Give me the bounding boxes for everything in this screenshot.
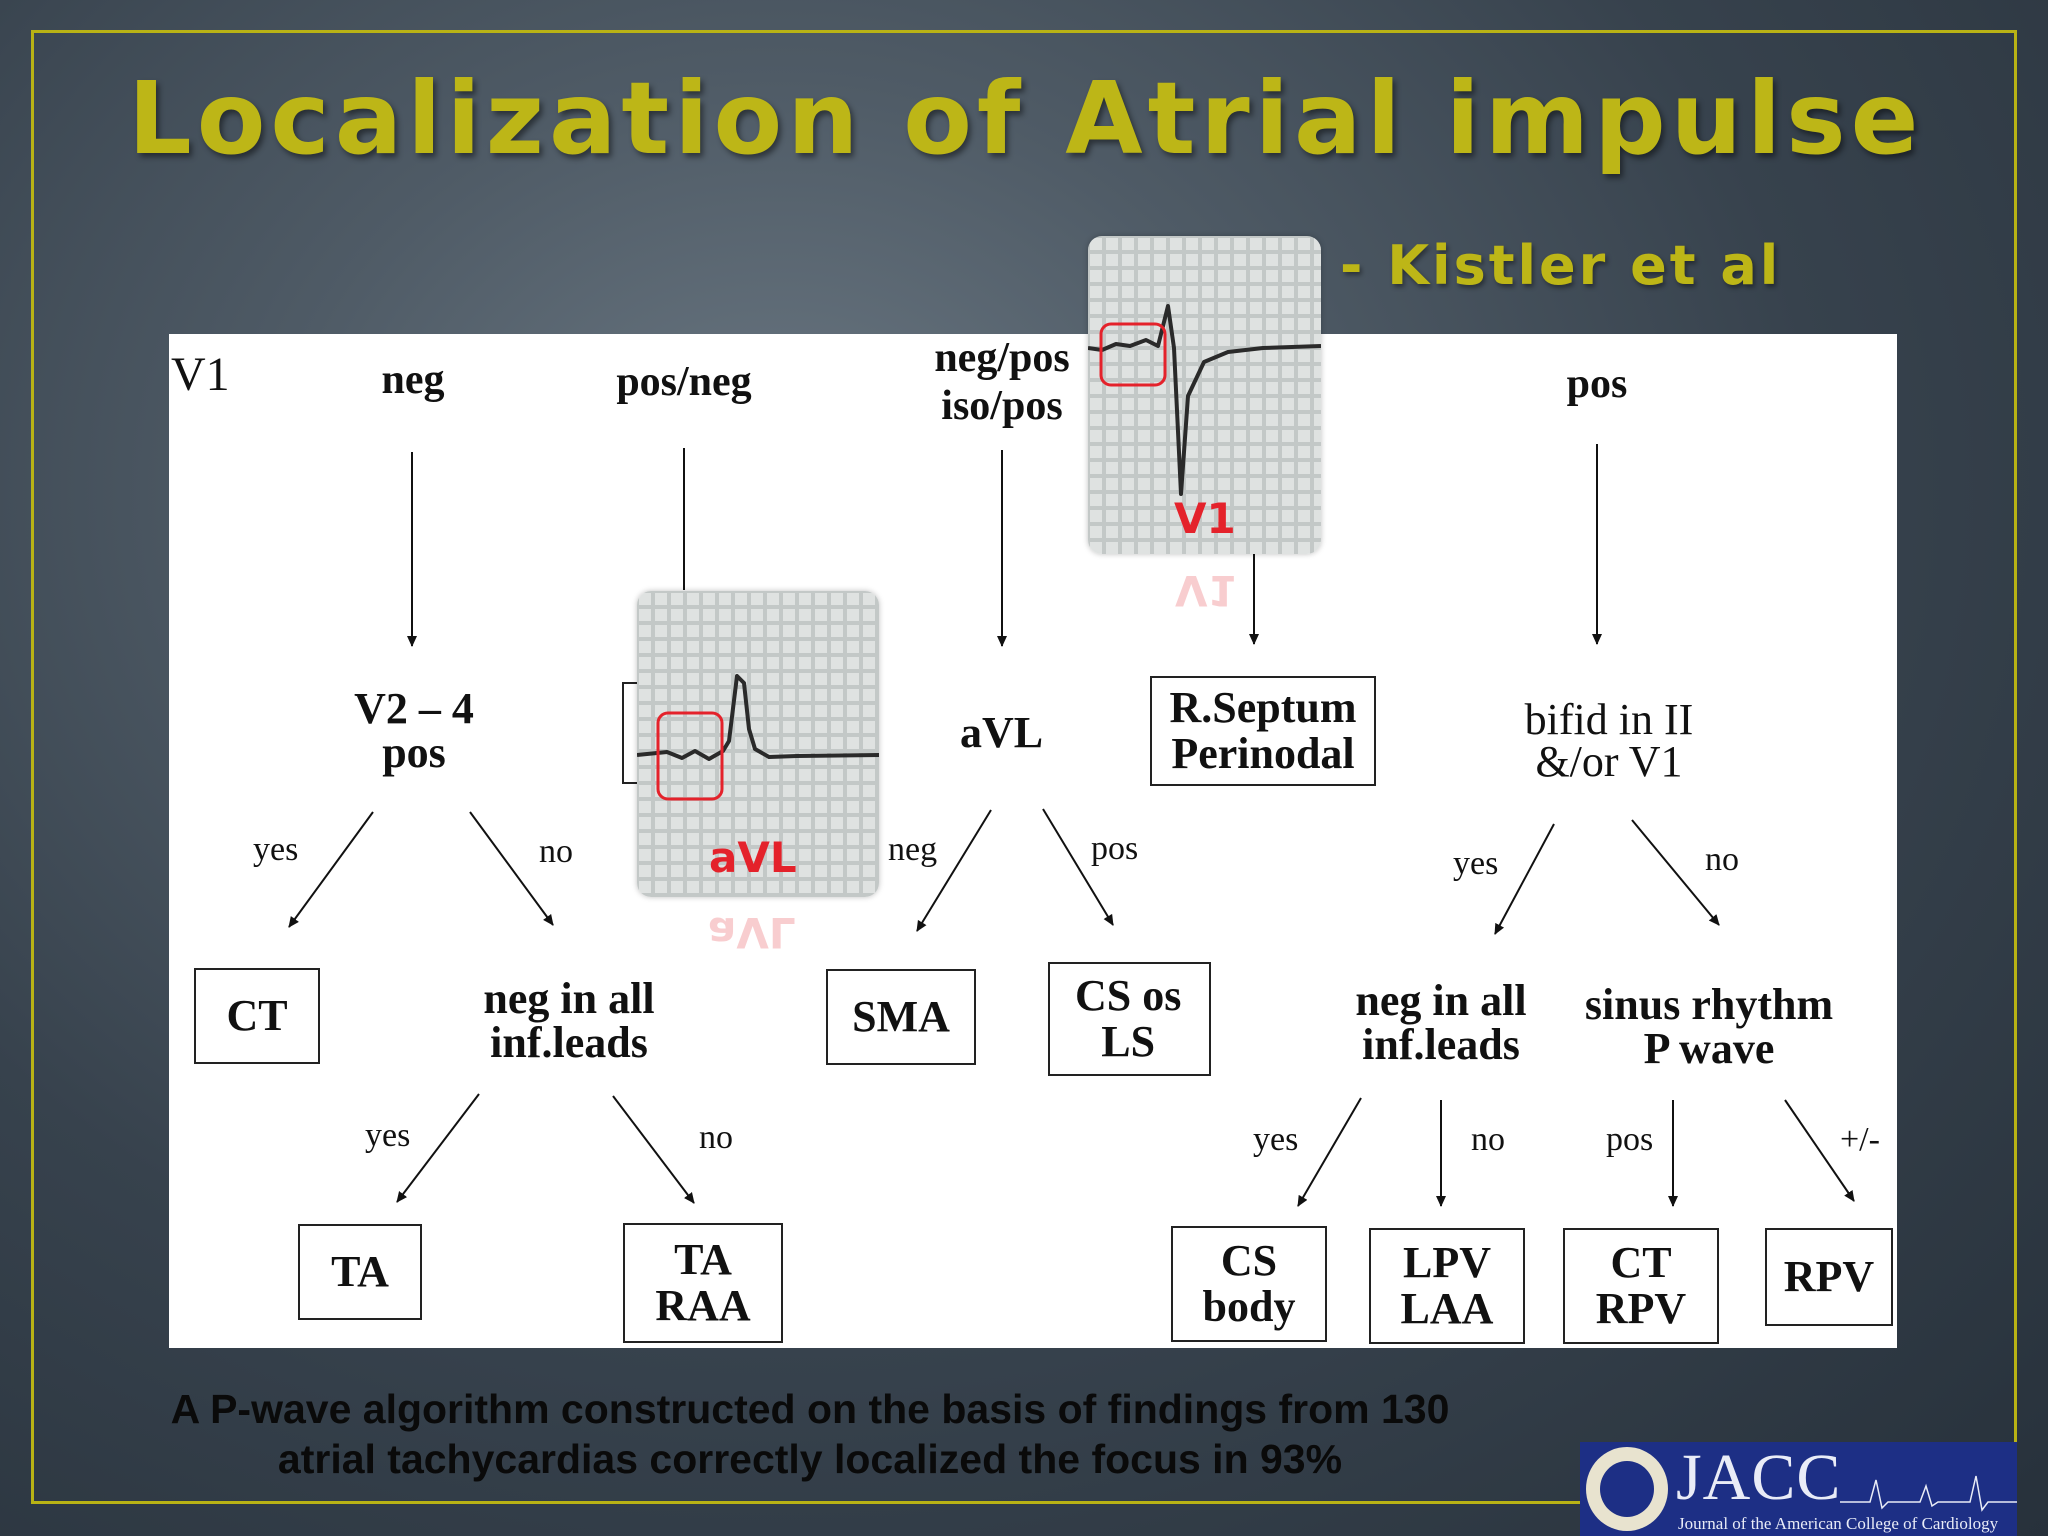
outcome-rseptum-line1: R.Septum <box>1169 682 1357 732</box>
arrow-negall2-yes <box>1297 1097 1362 1207</box>
arrow-negall-yes <box>396 1093 480 1203</box>
outcome-cs-body-line1: CS <box>1220 1235 1278 1285</box>
arrow-bifid-yes <box>1494 823 1555 935</box>
slide-border <box>31 30 2017 1504</box>
node-sinus-rhythm-line2: P wave <box>1643 1024 1775 1073</box>
arrow-v24-yes <box>288 811 374 928</box>
jacc-subtitle: Journal of the American College of Cardi… <box>1678 1514 1999 1533</box>
node-avl: aVL <box>959 708 1044 757</box>
node-bifid-line1: bifid in II <box>1524 695 1694 744</box>
ecg-label-v1-reflection: V1 <box>1175 566 1237 615</box>
ecg-label-avl-reflection: aVL <box>708 908 796 957</box>
criterion-neg-pos: neg/pos <box>934 335 1070 381</box>
edge-label-avl-neg: neg <box>888 831 938 868</box>
outcome-rseptum-line2: Perinodal <box>1171 729 1355 778</box>
outcome-csos-line1: CS os <box>1075 970 1182 1020</box>
edge-label-avl-pos: pos <box>1091 830 1139 867</box>
node-sinus-rhythm-line1: sinus rhythm <box>1584 980 1834 1029</box>
jacc-logo: JACC Journal of the American College of … <box>1580 1442 2017 1536</box>
arrow-avl-pos <box>1042 808 1114 926</box>
node-neg-inf-leads-2-line2: inf.leads <box>1362 1020 1520 1069</box>
flowchart-arrows <box>288 444 1855 1207</box>
edge-label-bifid-yes: yes <box>1453 845 1499 882</box>
arrow-sinus-pm <box>1784 1099 1855 1202</box>
criterion-pos-neg: pos/neg <box>616 359 752 405</box>
edge-label-v24-yes: yes <box>253 831 299 868</box>
node-neg-inf-leads-2-line1: neg in all <box>1355 976 1527 1025</box>
edge-label-negall-yes: yes <box>365 1117 411 1154</box>
node-neg-inf-leads-line2: inf.leads <box>490 1018 648 1067</box>
criterion-iso-pos: iso/pos <box>941 383 1063 429</box>
edge-label-negall2-no: no <box>1471 1121 1505 1158</box>
outcome-ta-raa-line1: TA <box>674 1234 732 1284</box>
node-bifid-line2: &/or V1 <box>1535 737 1683 786</box>
ecg-trace-avl <box>637 591 879 897</box>
outcome-ta: TA <box>298 1224 422 1320</box>
outcome-lpv-line1: LPV <box>1403 1237 1491 1287</box>
ecg-inset-v1: V1 <box>1088 236 1321 554</box>
arrow-negall-no <box>612 1095 695 1204</box>
arrow-avl-neg <box>916 809 992 932</box>
edge-label-negall2-yes: yes <box>1253 1121 1299 1158</box>
caption-line2: atrial tachycardias correctly localized … <box>277 1436 1343 1482</box>
node-v24-line2: pos <box>382 728 446 777</box>
node-neg-inf-leads-line1: neg in all <box>483 974 655 1023</box>
ecg-wave-icon <box>1840 1475 2017 1512</box>
slide-subtitle: - Kistler et al <box>1340 234 1782 297</box>
node-v24-line1: V2 – 4 <box>354 684 474 733</box>
edge-label-sinus-pos: pos <box>1606 1121 1654 1158</box>
ecg-trace-v1 <box>1088 236 1321 554</box>
outcome-ct-rpv-line2: RPV <box>1595 1284 1687 1333</box>
slide-title: Localization of Atrial impulse <box>128 60 1924 177</box>
arrow-v24-no <box>469 811 554 926</box>
outcome-rpv: RPV <box>1765 1228 1893 1326</box>
outcome-lpv-line2: LAA <box>1400 1284 1494 1333</box>
outcome-ta-raa-line2: RAA <box>655 1281 751 1330</box>
ecg-label-avl: aVL <box>709 833 797 882</box>
edge-label-sinus-pm: +/- <box>1840 1121 1880 1158</box>
ecg-inset-avl: aVL <box>637 591 879 897</box>
jacc-wordmark: JACC <box>1676 1442 1842 1514</box>
edge-label-negall-no: no <box>699 1119 733 1156</box>
caption-line1: A P-wave algorithm constructed on the ba… <box>170 1386 1450 1432</box>
slide-caption: A P-wave algorithm constructed on the ba… <box>80 1384 1540 1484</box>
outcome-sma: SMA <box>826 969 976 1065</box>
lead-label-v1: V1 <box>171 348 230 401</box>
flowchart-panel: V1 neg pos/neg neg/pos iso/pos pos V2 – … <box>169 334 1897 1348</box>
acc-seal-icon <box>1586 1447 1668 1531</box>
outcome-csos-line2: LS <box>1101 1017 1156 1066</box>
outcome-ct: CT <box>194 968 320 1064</box>
criterion-pos: pos <box>1566 361 1628 407</box>
arrow-bifid-no <box>1631 819 1720 926</box>
outcome-cs-body-line2: body <box>1202 1282 1296 1331</box>
edge-label-bifid-no: no <box>1705 841 1739 878</box>
outcome-ct-rpv-line1: CT <box>1610 1237 1672 1287</box>
edge-label-v24-no: no <box>539 833 573 870</box>
criterion-neg: neg <box>381 357 445 403</box>
ecg-label-v1: V1 <box>1174 494 1236 543</box>
hidden-box-edge <box>622 682 638 784</box>
